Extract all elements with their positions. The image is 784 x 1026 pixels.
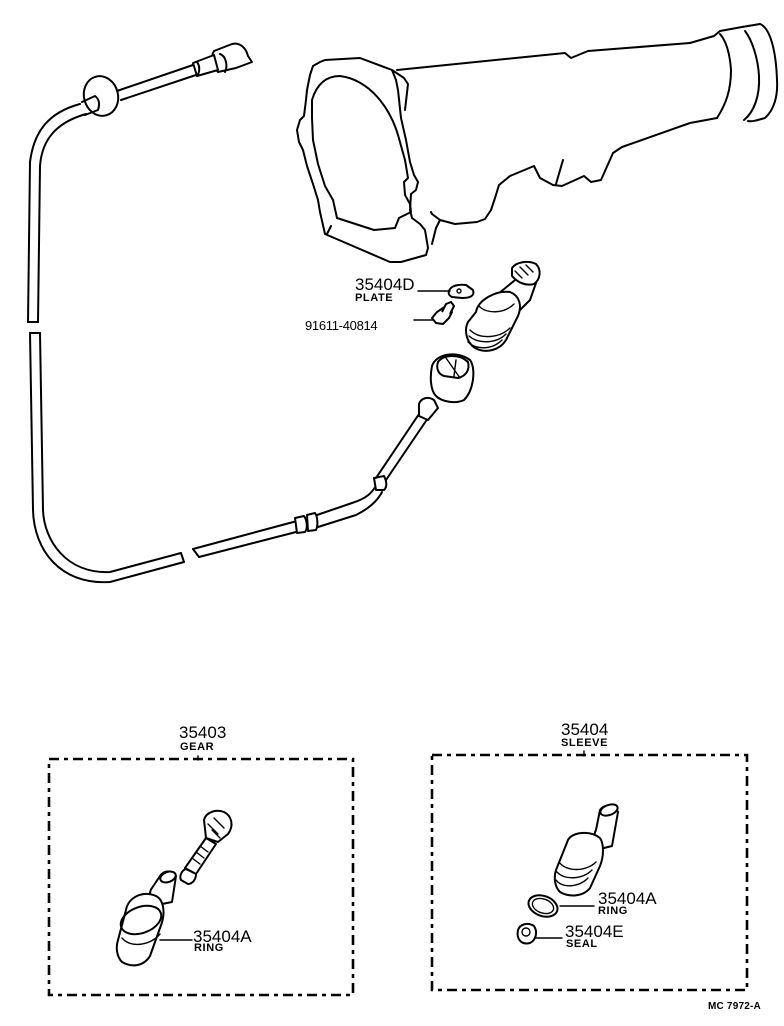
bolt-part — [414, 302, 454, 324]
seal-part-number: 35404E — [565, 922, 624, 941]
sleeve-ring-part-number: 35404A — [598, 889, 657, 908]
transmission-housing — [297, 24, 777, 262]
gear-ring-part-number: 35404A — [193, 927, 252, 946]
gear-group-part-number: 35403 — [179, 723, 227, 742]
bolt-part-number: 91611-40814 — [305, 318, 378, 333]
plate-part-number: 35404D — [355, 275, 415, 294]
gear-ring-name: RING — [194, 942, 224, 954]
diagram-reference-code: MC 7972-A — [708, 1001, 761, 1012]
sleeve-ring-name: RING — [598, 905, 628, 917]
sleeve-group-box — [432, 751, 747, 990]
seal-part-name: SEAL — [566, 938, 598, 950]
speedometer-cable — [28, 44, 473, 583]
sleeve-group-name: SLEEVE — [561, 737, 609, 749]
gear-group-box — [49, 756, 353, 995]
plate-part — [418, 285, 473, 298]
sleeve-group-part-number: 35404 — [561, 720, 609, 739]
plate-part-name: PLATE — [355, 292, 394, 304]
sleeve-assembly-installed — [466, 262, 540, 351]
gear-group-name: GEAR — [180, 741, 215, 753]
